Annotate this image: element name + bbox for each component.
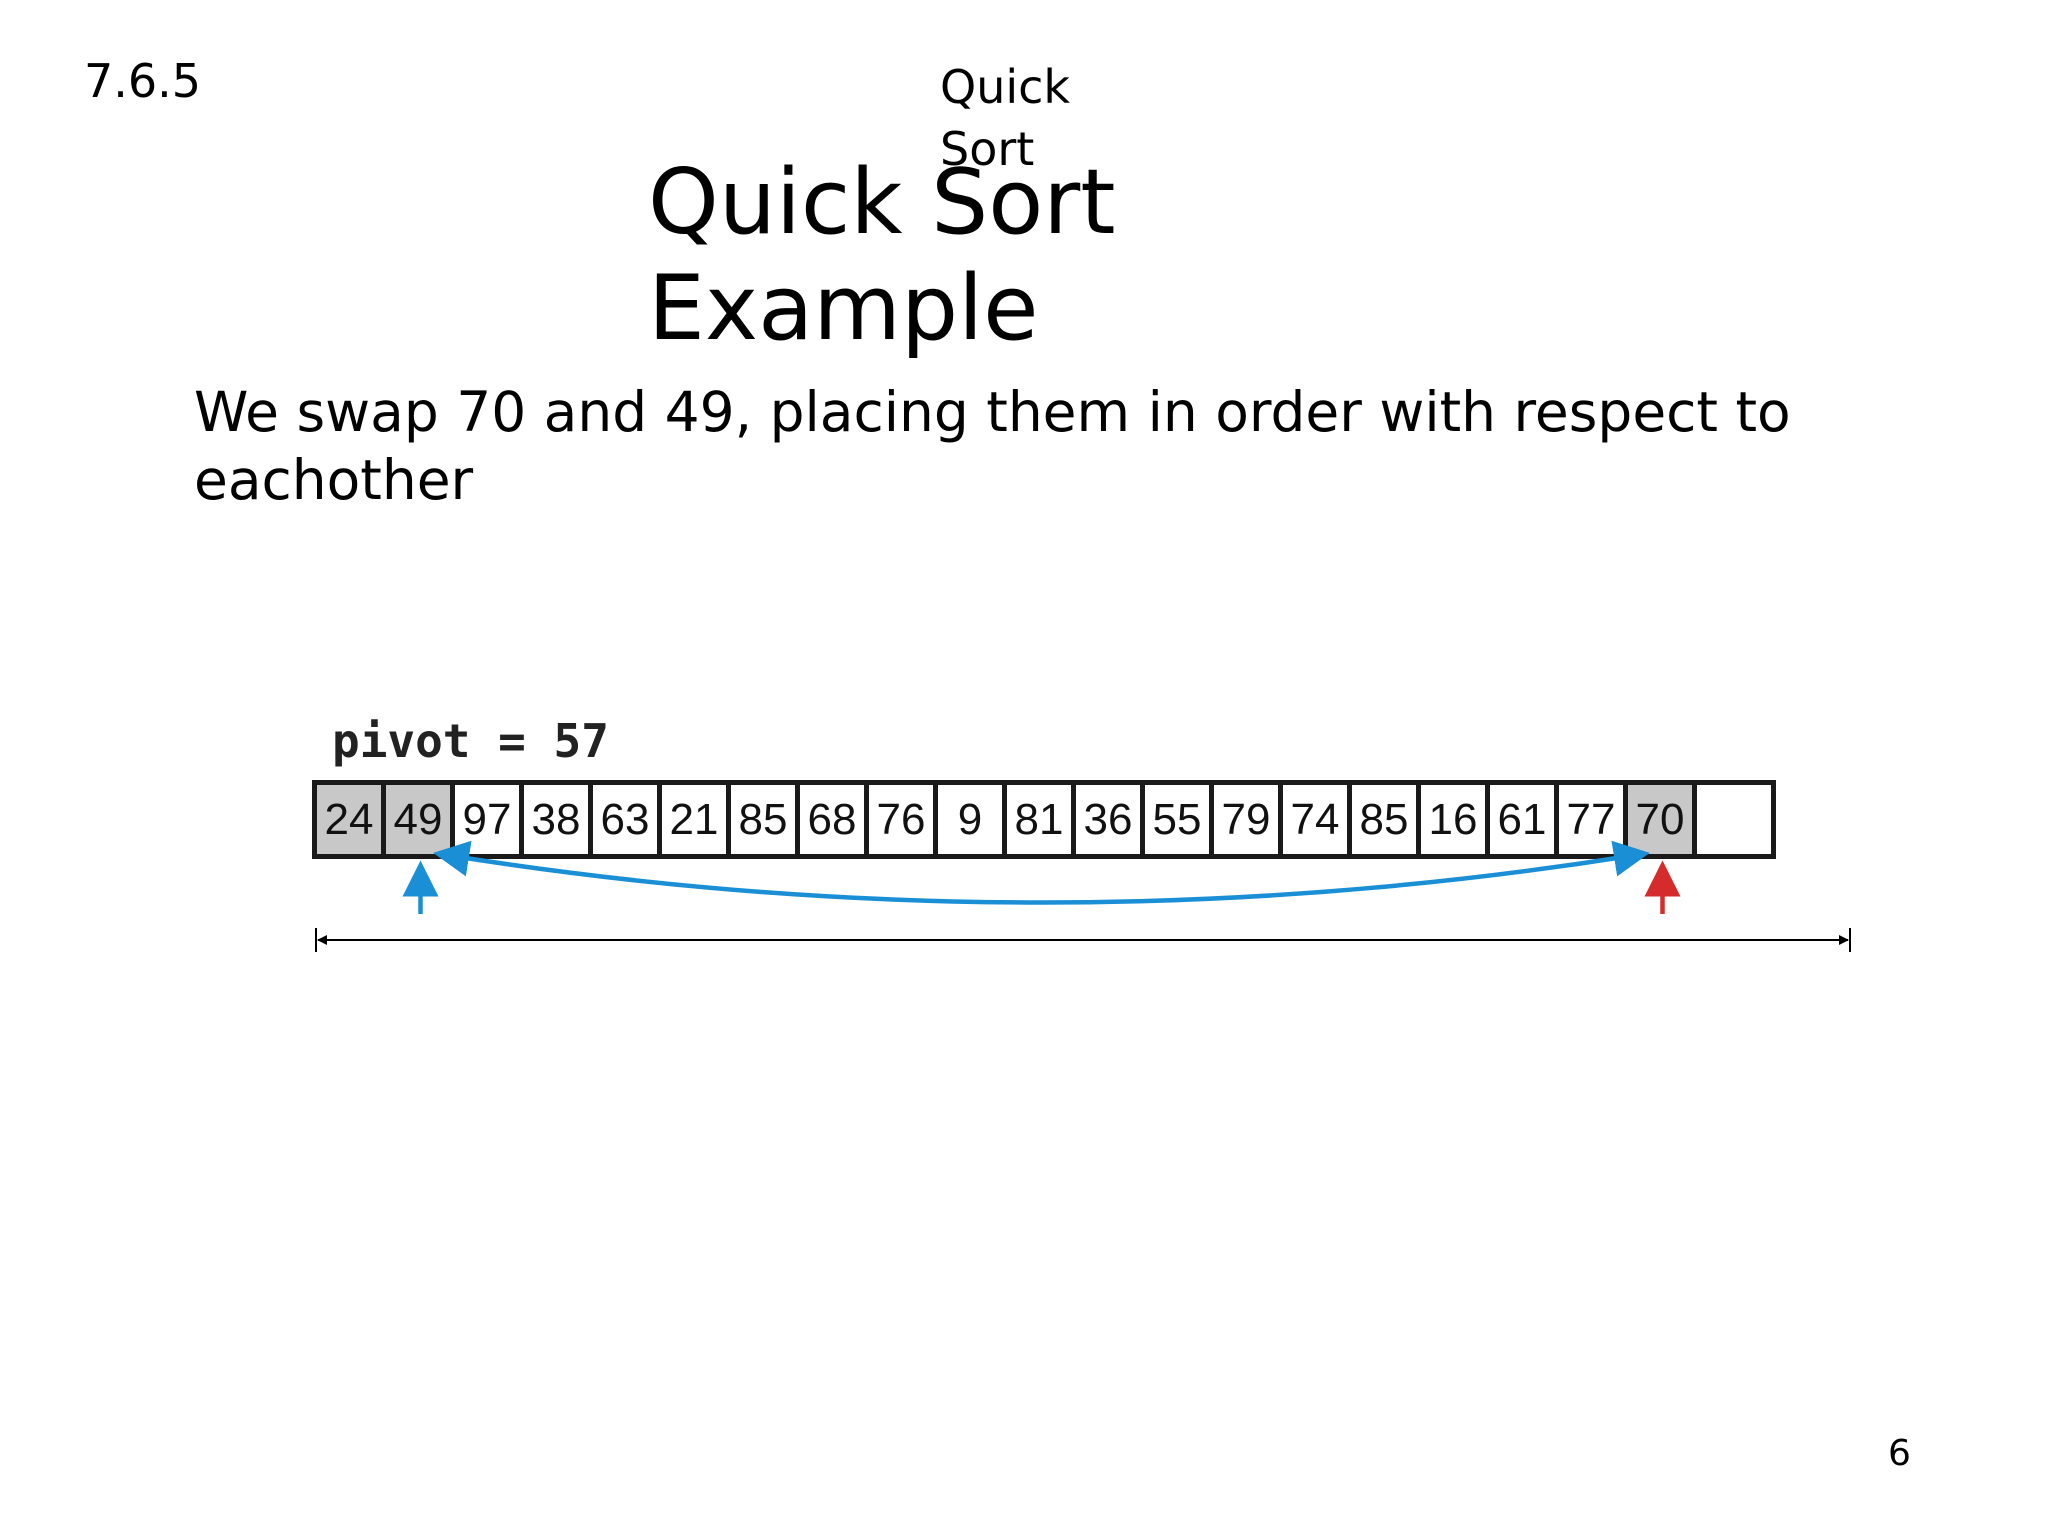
section-number: 7.6.5 bbox=[84, 54, 202, 108]
swap-arc bbox=[433, 840, 1650, 905]
array-cell: 24 bbox=[317, 785, 386, 854]
pivot-label: pivot = 57 bbox=[332, 714, 609, 768]
page-number: 6 bbox=[1888, 1433, 1911, 1474]
swap-arrows bbox=[315, 840, 1851, 952]
array-cell: 74 bbox=[1283, 785, 1352, 854]
slide-title: Quick Sort Example bbox=[648, 150, 1116, 361]
array-cell: 77 bbox=[1559, 785, 1628, 854]
header-title: Quick Sort bbox=[940, 60, 1071, 176]
body-text: We swap 70 and 49, placing them in order… bbox=[194, 380, 1791, 512]
array-cell bbox=[1697, 785, 1771, 854]
